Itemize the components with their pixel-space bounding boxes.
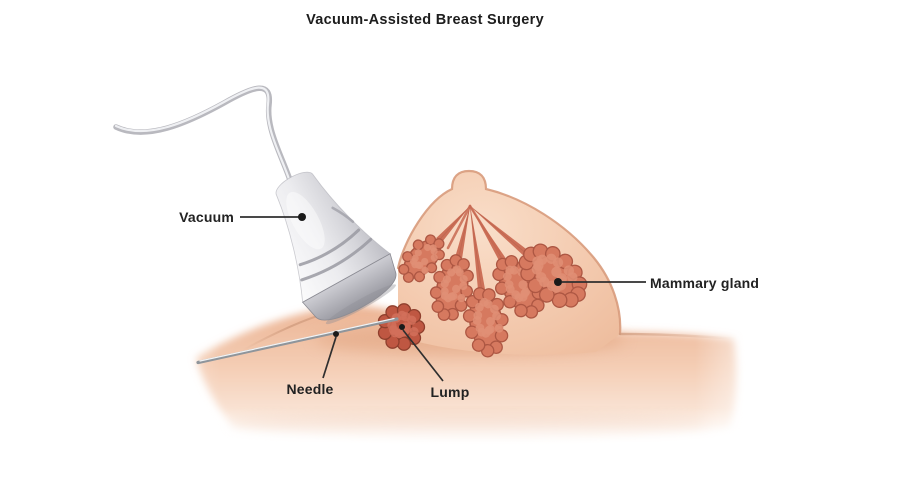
milk-duct — [454, 206, 470, 260]
milk-duct-line — [438, 205, 471, 241]
leader-lump — [402, 329, 444, 382]
breast-outline — [396, 169, 622, 336]
diagram-title: Vacuum-Assisted Breast Surgery — [306, 12, 544, 28]
probe-ridge — [300, 237, 373, 282]
probe-ridge — [298, 228, 361, 267]
edge-fade-bottom — [80, 408, 790, 477]
leader-dot-mammary-gland — [554, 278, 562, 286]
leader-dot-needle — [333, 331, 339, 337]
label-lump: Lump — [430, 384, 470, 400]
milk-duct-line — [468, 204, 501, 254]
probe-collar — [302, 253, 397, 321]
leader-needle — [322, 336, 337, 379]
mammary-glands — [398, 234, 588, 358]
label-needle: Needle — [286, 381, 334, 397]
leader-dot-vacuum — [298, 213, 306, 221]
probe-ridge — [331, 206, 355, 224]
leader-lines — [240, 216, 646, 382]
gland-lobule-cluster — [462, 287, 509, 358]
probe-body — [275, 171, 391, 303]
gland-lobule-cluster — [518, 243, 588, 308]
milk-duct — [470, 206, 486, 292]
gland-lobule-cluster — [398, 234, 445, 283]
probe-face-shadow — [325, 284, 397, 325]
leader-dot-lump — [399, 324, 405, 330]
milk-duct-line — [446, 204, 472, 250]
label-mammary-gland: Mammary gland — [650, 275, 760, 291]
milk-duct-line — [469, 205, 483, 292]
probe-glare — [286, 191, 325, 250]
leader-dots — [298, 213, 562, 337]
probe-cable — [113, 85, 294, 186]
vacuum-probe — [275, 171, 397, 325]
label-vacuum: Vacuum — [179, 209, 234, 225]
biopsy-needle — [196, 317, 399, 365]
milk-ducts — [436, 204, 531, 292]
milk-duct-line — [457, 205, 471, 259]
milk-duct-line — [469, 205, 529, 256]
gland-lobule-cluster — [429, 254, 474, 321]
